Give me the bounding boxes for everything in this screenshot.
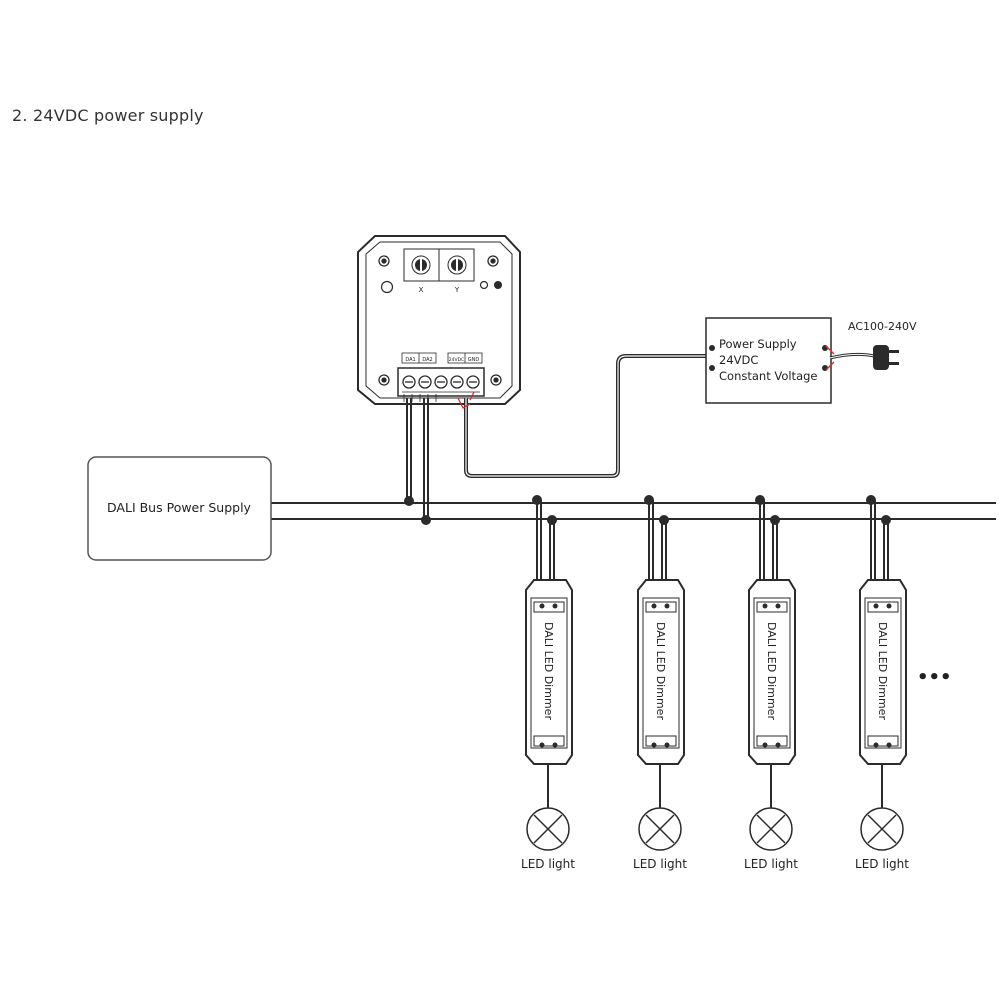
power-supply-title: Power Supply — [719, 337, 797, 351]
power-plug-icon — [873, 345, 899, 370]
power-supply-type: Constant Voltage — [719, 369, 818, 383]
bus-power-label: DALI Bus Power Supply — [107, 500, 252, 515]
dimmer-body — [859, 579, 907, 765]
dimmer-body — [525, 579, 573, 765]
controller-bus-wires — [406, 398, 429, 519]
program-button — [494, 281, 502, 289]
led-lamp-icon — [638, 807, 682, 851]
terminal-label-strip: DA1 DA2 24VDC GND — [401, 352, 483, 364]
dali-bus-power-supply: DALI Bus Power Supply — [87, 456, 272, 561]
junction-dot — [532, 495, 542, 505]
controller-inner-outline — [365, 241, 513, 399]
rotary-dial-y-icon — [447, 255, 467, 275]
dimmer-label: DALI LED Dimmer — [765, 622, 778, 720]
power-supply-voltage: 24VDC — [719, 353, 758, 367]
terminal-label: DA1 — [405, 357, 415, 363]
led-lamp-icon — [749, 807, 793, 851]
controller-unit: X Y DA1 DA2 24VDC GND — [357, 235, 521, 405]
dimmer-label: DALI LED Dimmer — [876, 622, 889, 720]
power-supply-box — [705, 317, 832, 404]
dimmer-label: DALI LED Dimmer — [654, 622, 667, 720]
junction-dot — [866, 495, 876, 505]
dimmer-label: DALI LED Dimmer — [542, 622, 555, 720]
junction-dot — [755, 495, 765, 505]
dial-x-label: X — [419, 286, 424, 294]
junction-dot — [421, 515, 431, 525]
led-light-label: LED light — [633, 857, 687, 871]
dimmer-body — [637, 579, 685, 765]
junction-dot — [547, 515, 557, 525]
led-lamp-icon — [860, 807, 904, 851]
status-led-icon — [479, 280, 489, 290]
light-button — [380, 280, 394, 294]
led-light-label: LED light — [521, 857, 575, 871]
power-supply-unit: Power Supply 24VDC Constant Voltage AC10… — [705, 317, 917, 404]
rotary-dial-x-icon — [411, 255, 431, 275]
led-light-label: LED light — [744, 857, 798, 871]
screw-icon — [378, 255, 502, 386]
junction-dot — [881, 515, 891, 525]
junction-dot — [644, 495, 654, 505]
junction-dot — [770, 515, 780, 525]
bus-power-box — [87, 456, 272, 561]
ac-input-label: AC100-240V — [848, 320, 917, 333]
terminal-label: DA2 — [422, 357, 432, 363]
page-title: 2. 24VDC power supply — [12, 106, 204, 125]
junction-dot — [659, 515, 669, 525]
continuation-dots: ••• — [917, 667, 952, 688]
junction-dot — [404, 496, 414, 506]
led-lamp-icon — [526, 807, 570, 851]
dimmer-body — [748, 579, 796, 765]
terminal-label: 24VDC — [449, 357, 464, 363]
terminal-label: GND — [468, 357, 480, 363]
dial-y-label: Y — [454, 286, 460, 294]
led-light-label: LED light — [855, 857, 909, 871]
